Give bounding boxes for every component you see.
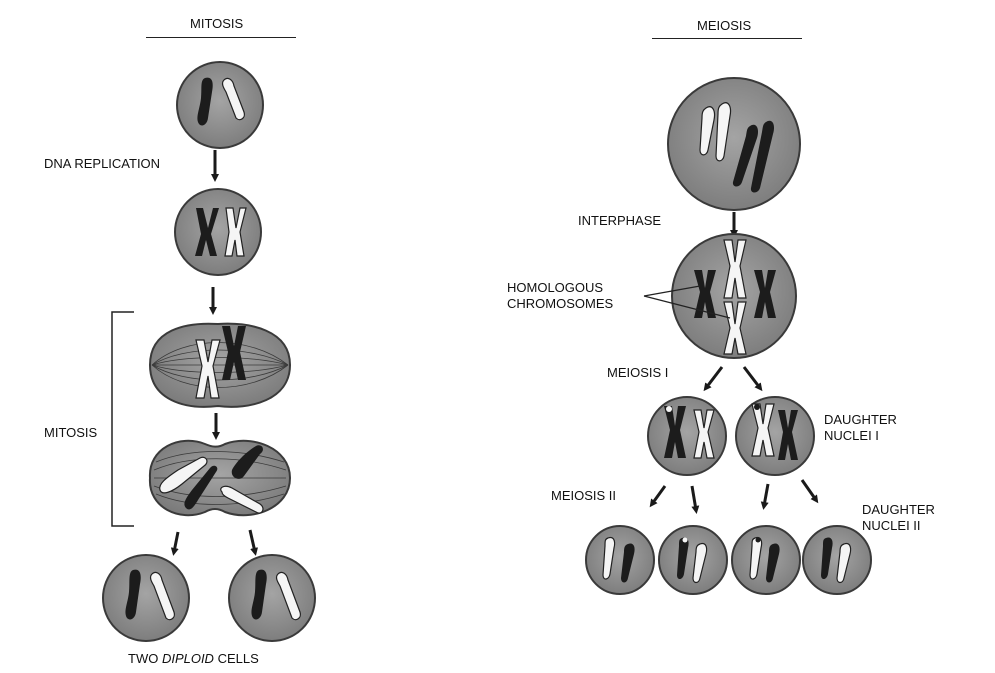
arrow-down-left (703, 366, 724, 392)
mitosis-bracket (111, 311, 134, 527)
chromosome-dark (184, 465, 218, 510)
mitosis-parent-cell (176, 61, 264, 149)
meiosis-daughter-nucleus-2a (585, 525, 655, 595)
meiosis-interphase-cell (671, 233, 797, 359)
result-italic: DIPLOID (161, 651, 214, 666)
dna-replication-label: DNA REPLICATION (44, 156, 161, 171)
chromosome-dark-x (195, 208, 219, 256)
result-prefix: TWO (128, 651, 162, 666)
mitosis-daughter-cell-right (228, 554, 316, 642)
arrow-down-right (742, 366, 763, 392)
arrow-down-right (800, 479, 819, 504)
meiosis-1-label: MEIOSIS I (607, 365, 669, 380)
arrow-down-left (649, 485, 667, 508)
meiosis-2-label: MEIOSIS II (551, 488, 617, 503)
mitosis-title: MITOSIS (190, 16, 244, 31)
meiosis-daughter-nucleus-2c (731, 525, 801, 595)
arrow-down-left (170, 531, 180, 556)
arrow-down-right (690, 485, 700, 514)
chromosome-light-x (195, 339, 221, 399)
chromosome-dark-x (222, 326, 246, 380)
meiosis-title-rule (652, 38, 802, 39)
mitosis-daughter-cell-left (102, 554, 190, 642)
mitosis-title-rule (146, 37, 296, 38)
meiosis-daughter-nucleus-2b (658, 525, 728, 595)
daughter-nuclei-1-label: DAUGHTER NUCLEI I (824, 412, 897, 443)
chromosome-dark-x (694, 270, 716, 318)
arrow-down-left (760, 483, 770, 510)
daughter-nuclei-2-label: DAUGHTER NUCLEI II (862, 502, 935, 533)
chromosome-dark-x (754, 270, 776, 318)
interphase-label: INTERPHASE (578, 213, 662, 228)
chromosome-light-x (723, 239, 747, 299)
chromosome-light (221, 77, 245, 121)
arrow-down-right (248, 529, 259, 556)
meiosis-daughter-nucleus-1a (647, 396, 727, 476)
chromosome-light (220, 485, 264, 514)
mitosis-replicated-cell (174, 188, 262, 276)
meiosis-daughter-nucleus-2d (802, 525, 872, 595)
meiosis-title: MEIOSIS (697, 18, 752, 33)
homologous-chromosomes-label: HOMOLOGOUS CHROMOSOMES (507, 280, 614, 311)
chromosome-light-x (224, 207, 247, 257)
result-suffix: CELLS (213, 651, 259, 666)
chromosome-dark (197, 77, 213, 126)
meiosis-parent-cell (667, 77, 801, 211)
meiosis-daughter-nucleus-1b (735, 396, 815, 476)
homologous-pointer (643, 285, 731, 319)
chromosome-dark (231, 445, 263, 479)
mitosis-metaphase-cell (148, 322, 292, 408)
chromosome-light (159, 456, 208, 494)
mitosis-anaphase-cell (148, 439, 292, 517)
chromosome-light-x (723, 301, 747, 355)
mitosis-bracket-label: MITOSIS (44, 425, 98, 440)
two-diploid-cells-label: TWO DIPLOID CELLS (128, 651, 259, 667)
